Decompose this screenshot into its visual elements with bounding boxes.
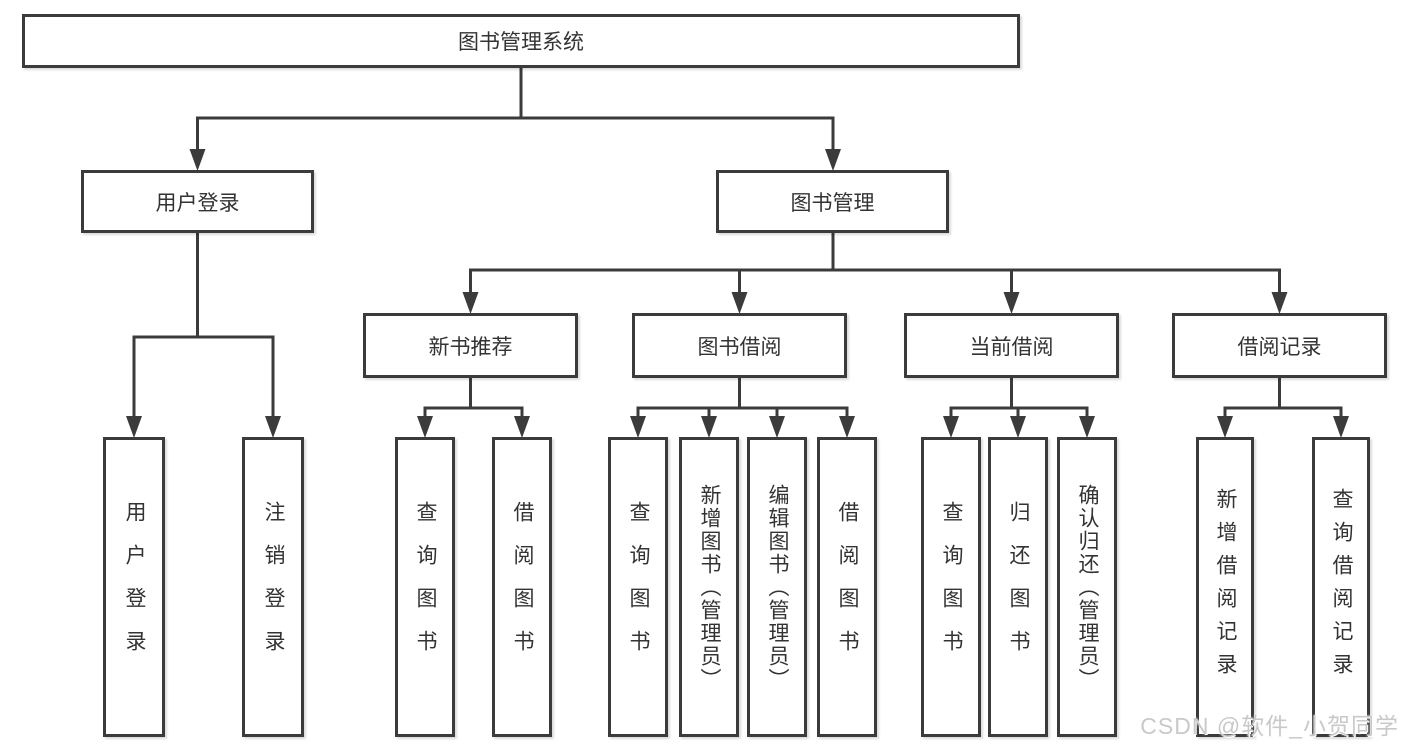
csdn-watermark: CSDN @软件_小贺同学 bbox=[1140, 713, 1399, 739]
node-root-system: 图书管理系统 bbox=[22, 14, 1020, 68]
leaf-user-login: 用户登录 bbox=[103, 437, 165, 737]
leaf-logout: 注销登录 bbox=[242, 437, 304, 737]
leaf-query-borrow-record: 查询借阅记录 bbox=[1312, 437, 1370, 737]
leaf-query-books-recommend: 查询图书 bbox=[395, 437, 455, 737]
node-user-login-label: 用户登录 bbox=[155, 191, 240, 215]
leaf-add-borrow-record: 新增借阅记录 bbox=[1196, 437, 1254, 737]
node-book-borrowing-label: 图书借阅 bbox=[697, 335, 782, 359]
node-new-book-recommendation-label: 新书推荐 bbox=[428, 335, 513, 359]
leaf-confirm-return-admin: 确认归还（管理员） bbox=[1057, 437, 1117, 737]
node-root-label: 图书管理系统 bbox=[458, 31, 584, 54]
node-borrowing-records: 借阅记录 bbox=[1172, 313, 1387, 378]
node-current-borrowing-label: 当前借阅 bbox=[969, 335, 1054, 359]
leaf-borrow-books-recommend: 借阅图书 bbox=[492, 437, 552, 737]
leaf-edit-books-admin: 编辑图书（管理员） bbox=[747, 437, 807, 737]
leaf-add-books-admin: 新增图书（管理员） bbox=[679, 437, 739, 737]
leaf-return-books: 归还图书 bbox=[988, 437, 1048, 737]
node-current-borrowing: 当前借阅 bbox=[904, 313, 1119, 378]
node-user-login: 用户登录 bbox=[81, 170, 314, 233]
leaf-query-books-current: 查询图书 bbox=[921, 437, 981, 737]
node-new-book-recommendation: 新书推荐 bbox=[363, 313, 578, 378]
leaf-borrow-books-borrowing: 借阅图书 bbox=[817, 437, 877, 737]
node-book-management-label: 图书管理 bbox=[790, 191, 875, 215]
leaf-query-books-borrowing: 查询图书 bbox=[608, 437, 668, 737]
node-borrowing-records-label: 借阅记录 bbox=[1237, 335, 1322, 359]
node-book-borrowing: 图书借阅 bbox=[632, 313, 847, 378]
node-book-management: 图书管理 bbox=[716, 170, 949, 233]
